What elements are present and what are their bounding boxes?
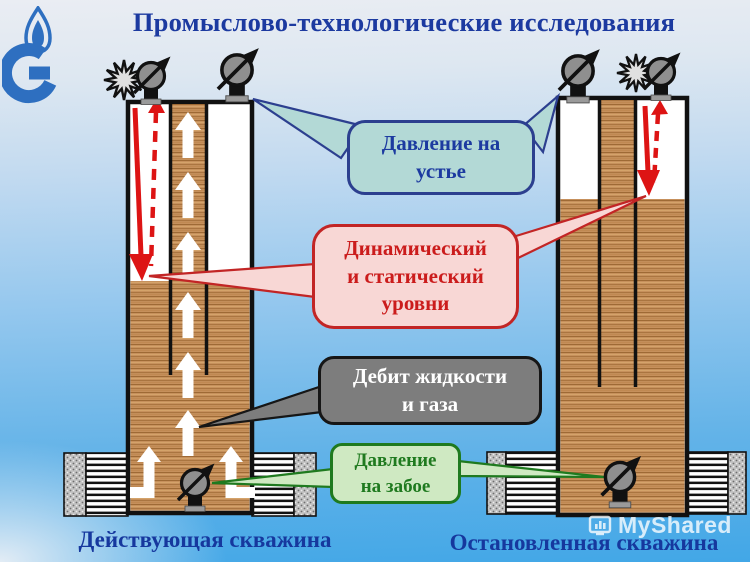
callout-bottomhole-pressure: Давление на забое xyxy=(330,443,461,504)
pressure-gauge xyxy=(642,50,683,103)
callout-flow-rate: Дебит жидкости и газа xyxy=(318,356,542,425)
pressure-gauge xyxy=(132,54,173,107)
callout-wellhead-pressure: Давление на устье xyxy=(347,120,535,195)
pressure-gauge xyxy=(216,46,261,104)
caption-active-well: Действующая скважина xyxy=(78,527,332,552)
slide-title: Промыслово-технологические исследования xyxy=(132,7,676,37)
right-well-perforations xyxy=(486,451,747,515)
gazprom-flame-logo xyxy=(2,6,57,103)
myshared-watermark: MyShared xyxy=(588,512,732,539)
right-well-diagram xyxy=(486,95,747,518)
left-level-arrows xyxy=(129,98,165,281)
left-flow-arrows xyxy=(130,112,255,498)
caption-stopped-well: Остановленная скважина xyxy=(449,530,719,555)
myshared-screen-icon xyxy=(588,515,612,535)
left-well-diagram xyxy=(63,98,317,517)
right-level-arrows xyxy=(637,100,668,196)
myshared-watermark-text: MyShared xyxy=(618,512,732,538)
pressure-gauge xyxy=(557,47,602,105)
callout-tails xyxy=(148,92,647,489)
callout-dynamic-static-levels: Динамический и статический уровни xyxy=(312,224,519,329)
